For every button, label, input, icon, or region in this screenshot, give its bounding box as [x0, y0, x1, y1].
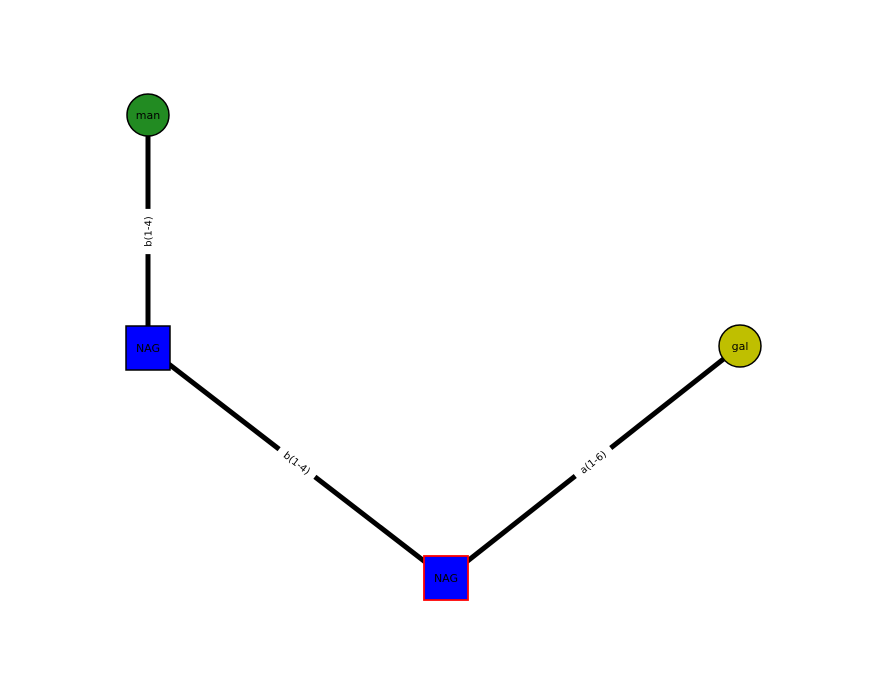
edge-label: b(1-4): [274, 443, 320, 483]
edge-label-background: [274, 443, 320, 483]
node-label: man: [136, 109, 160, 122]
node-gal: gal: [718, 324, 762, 368]
node-label: NAG: [136, 342, 160, 355]
edge-label-background: [570, 442, 616, 482]
edge-label-background: [140, 208, 156, 255]
node-nag2: NAG: [423, 555, 469, 601]
node-square: [423, 555, 469, 601]
edge-label: b(1-4): [140, 208, 156, 255]
node-man: man: [126, 93, 170, 137]
node-circle: [718, 324, 762, 368]
node-nag1: NAG: [125, 325, 171, 371]
edge-label-text: b(1-4): [144, 216, 155, 247]
node-square: [125, 325, 171, 371]
node-label: NAG: [434, 572, 458, 585]
node-label: gal: [732, 340, 749, 353]
node-circle: [126, 93, 170, 137]
edge-label: a(1-6): [570, 442, 616, 482]
